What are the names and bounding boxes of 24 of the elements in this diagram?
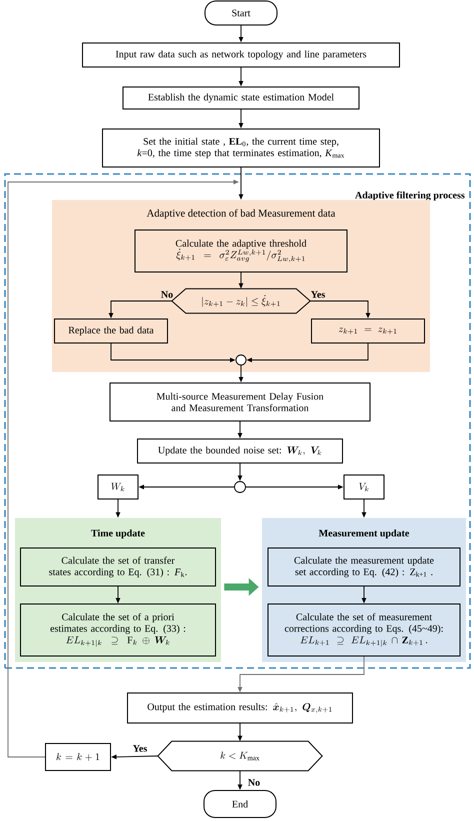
process-box: $W_{k}$ bbox=[98, 474, 138, 500]
terminal-box: End bbox=[204, 790, 276, 818]
edge-label: Yes bbox=[132, 744, 148, 753]
process-box: $k=k+1$ bbox=[45, 743, 111, 771]
process-box: Establish the dynamic state estimation Model bbox=[122, 86, 360, 110]
process-box: $V_{k}$ bbox=[344, 474, 384, 500]
edge-label: Yes bbox=[310, 290, 326, 299]
process-box: Calculate the set of a priori estimates according to Eq. (33) : $EL_{k+1|k}\supseteq\mathrm{F}_{k}\oplus\boldsymbol{W}_{k}$ bbox=[20, 604, 216, 656]
decision-hexagon: $k<K_{\max}$ bbox=[157, 740, 323, 772]
process-box: Calculate the measurement update set according to Eq. (42) : Z$_{k+1}$ . bbox=[268, 548, 460, 586]
process-box: Replace the bad data bbox=[54, 318, 168, 344]
process-box: Set the initial state , EL$_{0}$, the current time step, k=0, the time step that terminates estimation, K$_{max}$ bbox=[102, 128, 380, 168]
process-box: Calculate the adaptive threshold $\dot{\xi}_{k+1}=\sigma_{\varepsilon}^{2}Z_{avg}^{Lw,k+1}/\sigma_{Lw,k+1}^{2}$ bbox=[134, 230, 348, 272]
process-box: Update the bounded noise set: $\boldsymbol{W}_{k},\ \boldsymbol{V}_{k}$ bbox=[137, 438, 343, 464]
junction-circle bbox=[234, 481, 246, 493]
process-box: Output the estimation results: $\hat{\boldsymbol{x}}_{k+1},\ \boldsymbol{Q}_{x,k+1}$ bbox=[127, 692, 353, 724]
process-box: Calculate the set of transfer states according to Eq. (31) : F$_{k}$. bbox=[20, 548, 216, 586]
edge-label: No bbox=[160, 290, 174, 299]
edge-label: No bbox=[246, 778, 262, 787]
process-box: $z_{k+1}=z_{k+1}$ bbox=[311, 318, 425, 344]
terminal-box: Start bbox=[204, 0, 278, 26]
process-box: Input raw data such as network topology and line parameters bbox=[82, 42, 400, 68]
process-box: Calculate the set of measurement corrections according to Eqs. (45~49): $EL_{k+1}\supseteq EL_{k+1|k}\cap\mathbf{Z}_{k+1}\,.$ bbox=[268, 604, 460, 656]
process-box: Multi-source Measurement Delay Fusion and Measurement Transformation bbox=[110, 382, 370, 422]
